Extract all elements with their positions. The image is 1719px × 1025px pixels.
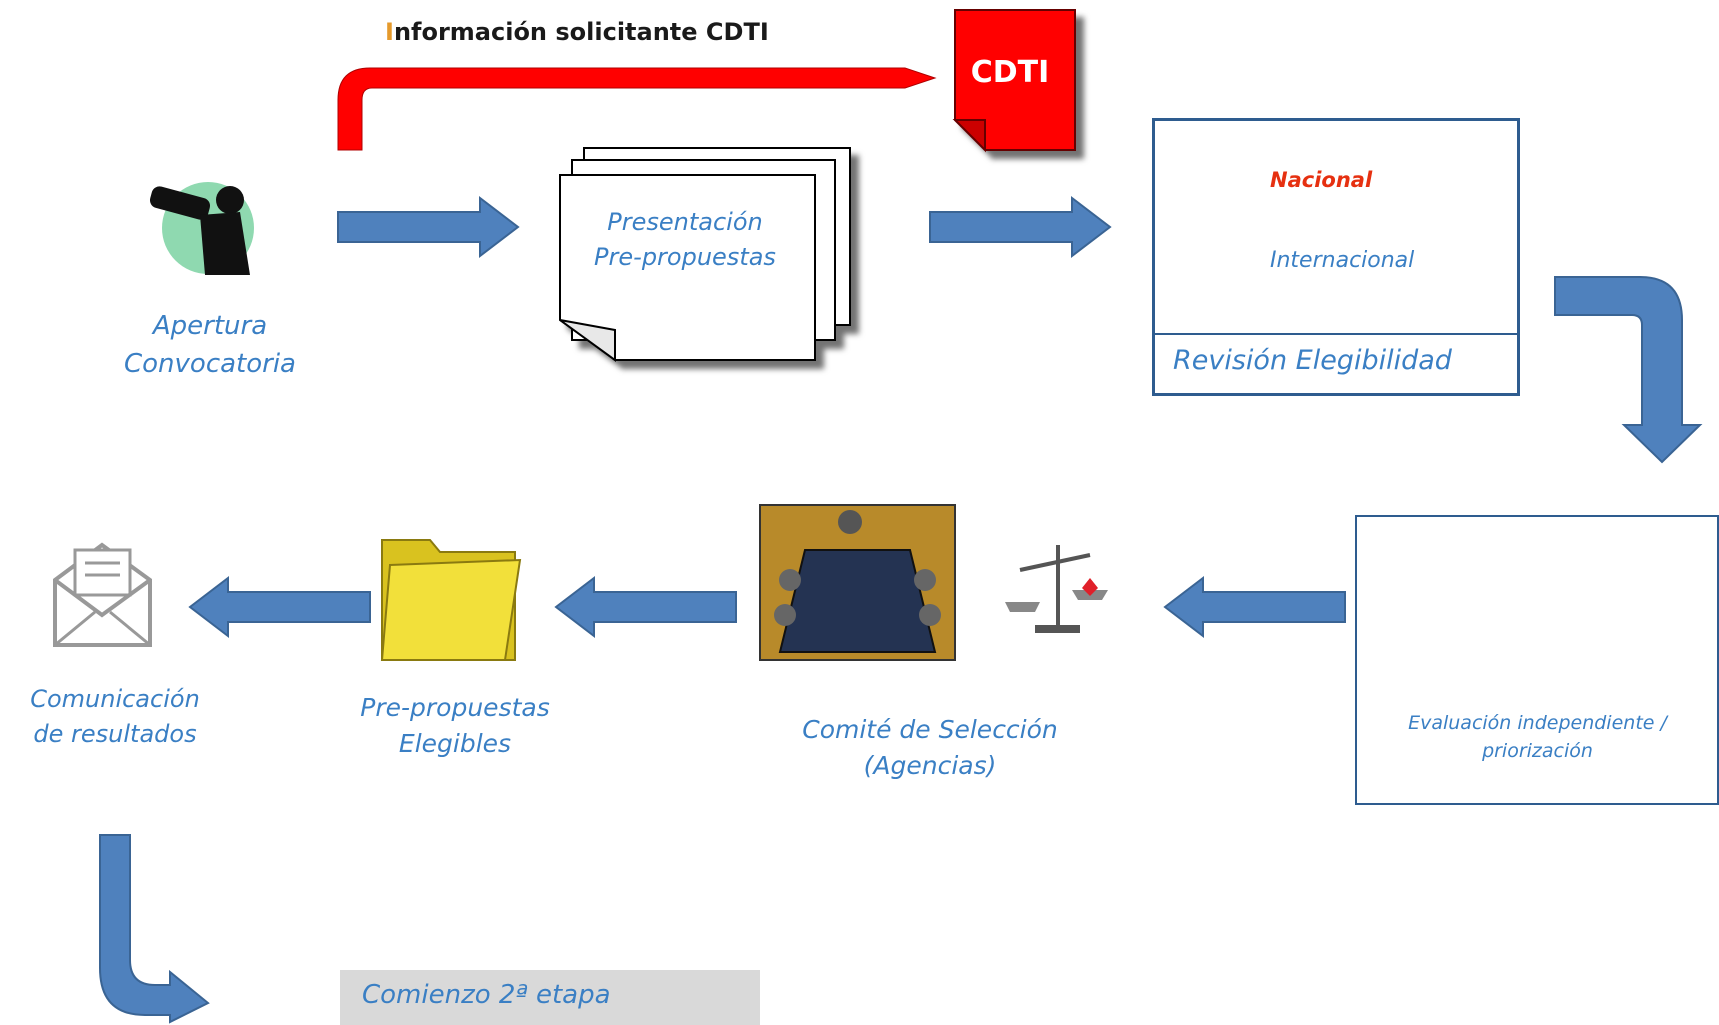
- preprop-elegibles-label: Pre-propuestas Elegibles: [360, 693, 550, 759]
- meeting-table-icon: [759, 504, 956, 661]
- cdti-document-icon: [952, 9, 1076, 153]
- revision-footer-label: Revisión Elegibilidad: [1173, 345, 1452, 376]
- scales-icon: [1005, 545, 1108, 633]
- info-cdti-label: Información solicitante CDTI: [385, 18, 769, 46]
- internacional-label: Internacional: [1270, 248, 1415, 273]
- document-stack-icon: [559, 147, 851, 362]
- stage2-box: Comienzo 2ª etapa: [340, 970, 760, 1025]
- cdti-label: CDTI: [970, 55, 1050, 90]
- comite-label: Comité de Selección (Agencias): [802, 715, 1058, 781]
- revision-box: Revisión Elegibilidad: [1152, 118, 1520, 396]
- arrow-evaluacion-to-comite: [1163, 575, 1346, 639]
- arrow-apertura-to-presentacion: [337, 195, 520, 259]
- binoculars-person-icon: [149, 182, 254, 275]
- arrow-revision-to-evaluacion: [1554, 276, 1703, 464]
- envelope-icon: [53, 542, 152, 647]
- info-label-initial: I: [385, 18, 394, 46]
- evaluacion-label: Evaluación independiente / priorización: [1408, 712, 1667, 762]
- nacional-label: Nacional: [1270, 168, 1373, 192]
- comunicacion-label: Comunicación de resultados: [30, 685, 200, 748]
- stage2-label: Comienzo 2ª etapa: [362, 980, 611, 1010]
- arrow-presentacion-to-revision: [929, 195, 1112, 259]
- apertura-label: Apertura Convocatoria: [123, 311, 296, 379]
- arrow-comite-to-elegibles: [554, 575, 737, 639]
- red-connector-arrow: [337, 67, 937, 151]
- arrow-elegibles-to-comunicacion: [188, 575, 371, 639]
- arrow-comunicacion-to-stage2: [99, 834, 210, 1024]
- info-label-rest: nformación solicitante CDTI: [393, 18, 769, 46]
- presentacion-label: Presentación Pre-propuestas: [594, 208, 776, 271]
- folder-icon: [380, 539, 522, 661]
- revision-footer: Revisión Elegibilidad: [1155, 333, 1517, 393]
- evaluacion-box: [1355, 515, 1719, 805]
